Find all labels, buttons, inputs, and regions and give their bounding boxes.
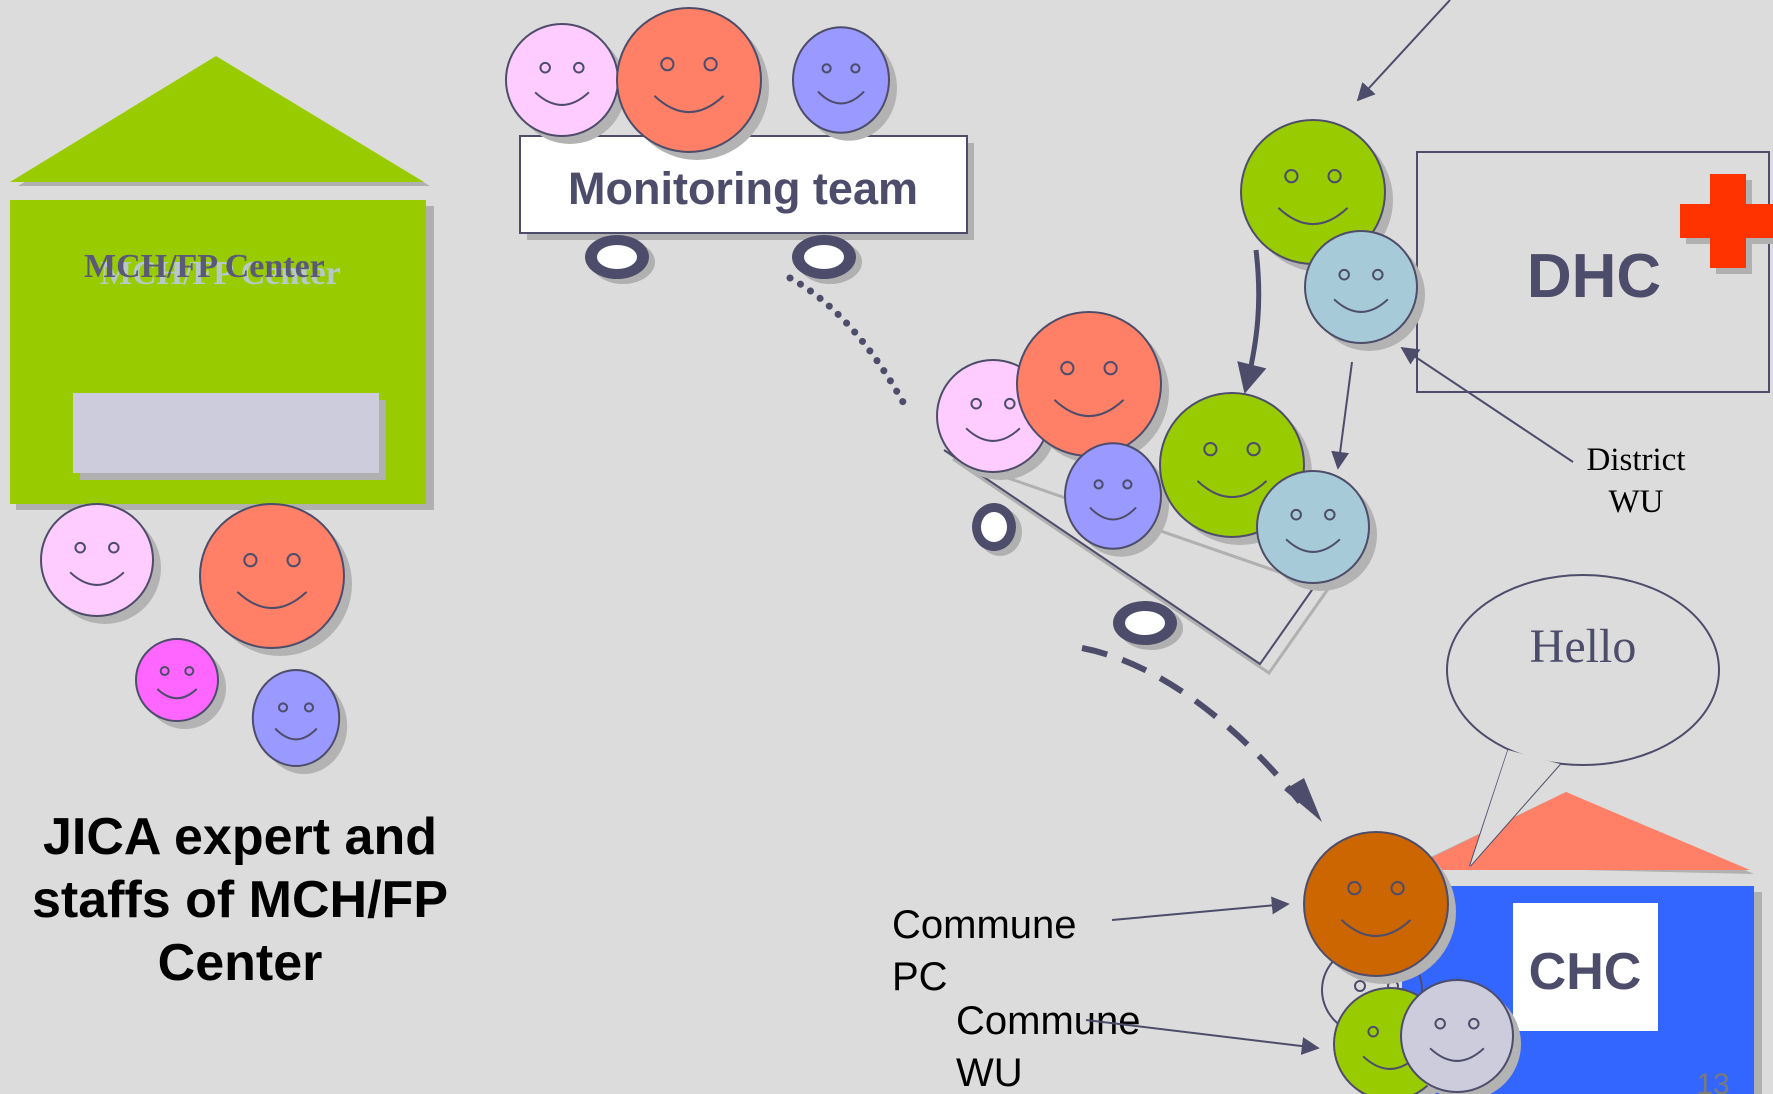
vehicle-frame (943, 449, 1320, 666)
chc-staff-faces (1303, 831, 1521, 1094)
face-head (1256, 470, 1370, 584)
jica-label-line2: staffs of MCH/FP (32, 871, 448, 929)
face-head (40, 503, 154, 617)
commune-wu-label-line2: WU (956, 1051, 1023, 1094)
face-head (1016, 311, 1162, 457)
face-blue-district (1256, 470, 1377, 591)
dashed-arrow-to-chc (1081, 645, 1303, 804)
speech-bubble: Hello (1446, 574, 1720, 867)
face-head (1064, 442, 1162, 550)
red-cross-icon (1680, 174, 1773, 274)
chc-label: CHC (1529, 943, 1642, 1001)
face-green-dhc (1240, 119, 1393, 272)
hello-label: Hello (1530, 620, 1637, 673)
arrow-commune-pc (1111, 896, 1290, 921)
mch-window (73, 393, 379, 473)
dashed-arrow-head (1284, 778, 1322, 822)
face-head (199, 503, 345, 649)
face-violet-jica (251, 669, 348, 774)
dhc-staff-faces (1240, 119, 1425, 351)
face-pink-monitor (505, 23, 626, 144)
slide-number: 13 (1696, 1068, 1729, 1094)
monitoring-team-label: Monitoring team (568, 163, 918, 214)
commune-pc-label-line2: PC (892, 955, 948, 999)
arrow-dhc-staff-to-vehicle (1331, 361, 1353, 470)
commune-wu-label-line1: Commune (956, 999, 1141, 1043)
monitoring-sign (519, 135, 968, 234)
monitoring-team-vehicle: Monitoring team (519, 135, 974, 284)
face-head (792, 26, 890, 134)
jica-label-line1: JICA expert and (43, 808, 437, 866)
district-wu-label-line1: District (1587, 442, 1686, 478)
face-orange-monitor (616, 7, 769, 160)
chc-roof (1406, 792, 1750, 870)
chc-sign (1513, 903, 1658, 1031)
jica-label-line3: Center (158, 934, 323, 992)
face-head (616, 7, 762, 153)
district-vehicle (943, 449, 1331, 676)
face-head (1303, 831, 1449, 977)
arrow-district-wu (1400, 347, 1574, 463)
face-lavender-chc (1400, 979, 1521, 1094)
face-head (1304, 230, 1418, 344)
face-magenta-jica (135, 638, 226, 729)
face-head (135, 638, 219, 722)
face-pink-jica (40, 503, 161, 624)
jica-group (40, 503, 352, 774)
mch-roof (10, 56, 424, 182)
face-head (505, 23, 619, 137)
mch-center-building: MCH/FP Center MCH/FP Center (10, 56, 434, 510)
face-head (1400, 979, 1514, 1093)
arrow-commune-wu (1085, 1019, 1320, 1055)
dhc-building: DHC (1416, 151, 1773, 393)
district-team-faces (936, 311, 1377, 591)
arrow-dhc-to-vehicle (1237, 249, 1267, 394)
dotted-trail (786, 274, 907, 406)
dhc-label: DHC (1527, 242, 1661, 311)
face-violet-district (1064, 442, 1169, 557)
face-blue-dhc (1304, 230, 1425, 351)
face-violet-monitor (792, 26, 897, 141)
mch-center-label-shadow: MCH/FP Center (100, 255, 341, 292)
monitoring-team-faces (505, 7, 897, 160)
mch-center-label: MCH/FP Center (84, 248, 325, 285)
commune-pc-label-line1: Commune (892, 903, 1077, 947)
face-head (251, 669, 341, 767)
face-brown-chc (1303, 831, 1456, 984)
face-orange-jica (199, 503, 352, 656)
face-pink-district (936, 359, 1057, 480)
district-wu-label-line2: WU (1609, 484, 1664, 520)
face-orange-district (1016, 311, 1169, 464)
arrow-to-dhc-staff (1356, 0, 1451, 102)
